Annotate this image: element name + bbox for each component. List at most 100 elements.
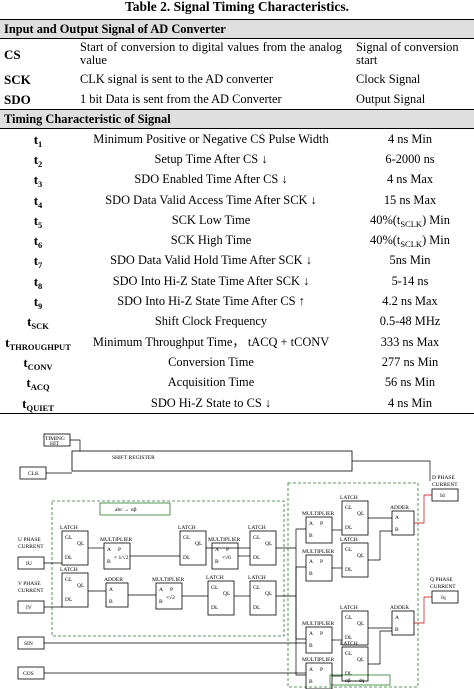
latch-dl: DL [345, 525, 353, 531]
timing-symbol-t: t [22, 395, 27, 411]
latch-gl: GL [65, 535, 73, 541]
timing-value: 4 ns Min [346, 392, 474, 415]
mult-b: B [309, 571, 313, 577]
latch-label: LATCH [248, 525, 266, 531]
latch-box [207, 580, 235, 616]
wire [70, 439, 81, 451]
timing-symbol-t: t [33, 253, 39, 269]
mult-p: P [170, 587, 173, 593]
mult-a: A [215, 547, 219, 553]
latch-ql: QL [357, 621, 365, 627]
timing-value-text: 4 ns Min [387, 395, 433, 410]
u-phase-label: U PHASE [18, 537, 41, 543]
current-label: CURRENT [432, 482, 458, 488]
latch-gl: GL [345, 615, 353, 621]
timing-symbol: tTHROUGHPUT [0, 332, 76, 352]
signal-symbol: SDO [4, 91, 31, 107]
timing-value: 277 ns Min [346, 352, 474, 372]
timing-symbol-t: t [33, 273, 39, 289]
abc-ab-box [99, 502, 171, 516]
latch-gl: GL [183, 535, 191, 541]
shift-register-box [71, 450, 353, 472]
timing-symbol-t: t [27, 314, 32, 330]
table-row: CS Start of conversion to digital values… [0, 39, 474, 70]
timing-value: 40%(tSCLK) Min [346, 210, 474, 230]
timing-symbol-sub: 1 [38, 138, 43, 149]
cos-label: COS [23, 671, 34, 677]
latch-ql: QL [357, 511, 365, 517]
mult-b: B [309, 643, 313, 649]
multiplier-label: MULTIPLIER [302, 621, 335, 627]
timing-symbol-t: t [23, 354, 28, 370]
timing-value: 6-2000 ns [346, 149, 474, 169]
latch-gl: GL [65, 577, 73, 583]
latch-box [61, 572, 89, 608]
mult-a: A [309, 631, 313, 637]
latch-dl: DL [211, 605, 219, 611]
latch-dl: DL [345, 671, 353, 677]
timing-symbol-t: t [33, 131, 39, 147]
mult-coef: × 1/√2 [114, 554, 129, 561]
mult-a: A [309, 559, 313, 565]
timing-description: Conversion Time [168, 354, 254, 369]
timing-description: SDO Data Valid Access Time After SCK ↓ [105, 192, 317, 207]
signal-description: 1 bit Data is sent from the AD Converter [80, 91, 282, 106]
timing-symbol-sub: 8 [38, 280, 43, 291]
latch-gl: GL [345, 505, 353, 511]
abc-ab-label: abc → αβ [115, 507, 137, 513]
timing-value: 0.5-48 MHz [346, 312, 474, 332]
timing-symbol-sub: 7 [38, 260, 43, 271]
wire [295, 596, 306, 676]
multiplier-label: MULTIPLIER [100, 537, 133, 543]
mult-p: P [118, 547, 121, 553]
signal-symbol: CS [4, 46, 21, 62]
current-label: CURRENT [18, 544, 44, 550]
mult-a: A [159, 587, 163, 593]
timing-symbol-sub: CONV [27, 361, 53, 372]
adder-b: B [395, 627, 399, 633]
timing-symbol: t3 [0, 170, 76, 190]
timing-hit-label: HIT [50, 441, 60, 447]
timing-value-text: 4 ns Min [387, 131, 433, 146]
timing-description: SCK Low Time [171, 212, 251, 227]
q-phase-label: Q PHASE [430, 577, 453, 583]
latch-label: LATCH [340, 537, 358, 543]
latch-label: LATCH [178, 525, 196, 531]
dashed-group-left [51, 500, 285, 637]
v-phase-label: V PHASE [18, 581, 41, 587]
timing-hit-label: TIMING [45, 436, 65, 442]
timing-description: SDO Data Valid Hold Time After SCK ↓ [110, 253, 312, 268]
current-label: CURRENT [430, 584, 456, 590]
latch-ql: QL [77, 541, 85, 547]
timing-description: SCK High Time [170, 233, 252, 248]
mult-b: B [107, 559, 111, 565]
timing-value-text: 5ns Min [389, 253, 431, 268]
timing-description: Minimum Throughput Time， tACQ + tCONV [92, 334, 330, 349]
mult-p: P [320, 631, 323, 637]
mult-b: B [159, 599, 163, 605]
wire [414, 494, 432, 524]
wire [368, 530, 392, 561]
latch-label: LATCH [340, 605, 358, 611]
timing-value-text: 6-2000 ns [385, 151, 435, 166]
timing-symbol: tSCK [0, 312, 76, 332]
mult-coef: ×√6 [222, 554, 231, 561]
timing-symbol-sub: 3 [38, 179, 43, 190]
latch-ql: QL [223, 591, 231, 597]
timing-symbol-t: t [33, 172, 39, 188]
timing-value-text: 5-14 ns [391, 273, 429, 288]
iv-label: IV [26, 605, 32, 611]
latch-dl: DL [253, 555, 261, 561]
latch-dl: DL [183, 555, 191, 561]
mult-b: B [309, 679, 313, 685]
timing-symbol-t: t [5, 334, 10, 350]
adder-a: A [109, 587, 113, 593]
latch-dl: DL [253, 605, 261, 611]
sin-label: SIN [24, 641, 33, 647]
timing-symbol-sub: 5 [38, 219, 43, 230]
latch-label: LATCH [60, 567, 78, 573]
